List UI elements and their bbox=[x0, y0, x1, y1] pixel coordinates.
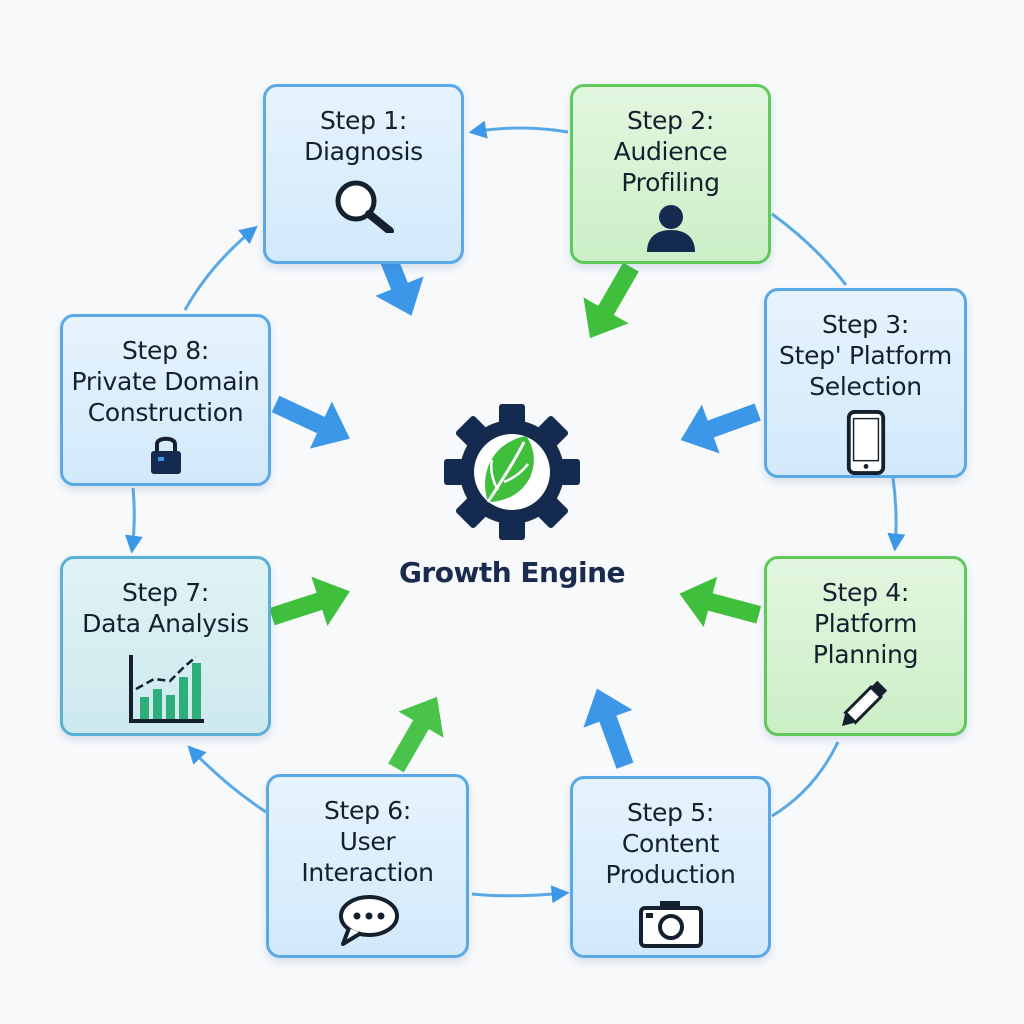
step-5-box[interactable]: Step 5: Content Production bbox=[570, 776, 771, 958]
magnifier-icon bbox=[335, 180, 394, 233]
step-4-box[interactable]: Step 4: Platform Planning bbox=[764, 556, 967, 736]
connector-step6-to-step7 bbox=[187, 745, 267, 814]
connector-step2-to-step3 bbox=[771, 212, 848, 286]
step-3-label-line-2: Selection bbox=[809, 372, 922, 401]
step-4-label-line-2: Planning bbox=[812, 640, 919, 669]
connector-step8-to-step1 bbox=[183, 225, 258, 311]
step-7-label: Data Analysis bbox=[82, 609, 249, 638]
leaf-icon bbox=[485, 436, 534, 503]
connector-step4-to-step5 bbox=[771, 741, 840, 818]
growth-engine-title: Growth Engine bbox=[398, 556, 626, 589]
step-4-number: Step 4: bbox=[821, 578, 910, 607]
step-2-number: Step 2: bbox=[626, 106, 715, 135]
pointer-arrow-step4 bbox=[679, 576, 762, 628]
pencil-icon bbox=[841, 680, 887, 727]
gear-icon bbox=[444, 404, 580, 540]
pointer-arrow-step6 bbox=[388, 696, 444, 773]
camera-icon bbox=[638, 901, 703, 948]
step-5-label-line-2: Production bbox=[605, 860, 736, 889]
step-7-number: Step 7: bbox=[121, 578, 210, 607]
step-2-box[interactable]: Step 2: Audience Profiling bbox=[570, 84, 771, 264]
step-6-label-line-1: User bbox=[339, 827, 396, 856]
connector-step8-to-step7 bbox=[124, 487, 143, 554]
connector-step6-to-step5 bbox=[471, 885, 570, 904]
smartphone-icon bbox=[846, 410, 885, 475]
pointer-arrow-step2 bbox=[583, 262, 639, 339]
pointer-arrow-step8 bbox=[271, 395, 350, 449]
step-3-label-line-1: Step' Platform bbox=[779, 341, 952, 370]
bar-chart-icon bbox=[128, 655, 204, 723]
pointer-arrow-step3 bbox=[680, 403, 761, 454]
step-8-box[interactable]: Step 8: Private Domain Construction bbox=[60, 314, 271, 486]
step-5-number: Step 5: bbox=[626, 798, 715, 827]
pointer-arrow-step5 bbox=[583, 688, 634, 769]
step-6-number: Step 6: bbox=[323, 796, 412, 825]
pointer-arrow-step7 bbox=[269, 576, 350, 627]
step-6-box[interactable]: Step 6: User Interaction bbox=[266, 774, 469, 958]
step-3-box[interactable]: Step 3: Step' Platform Selection bbox=[764, 288, 967, 478]
step-7-box[interactable]: Step 7: Data Analysis bbox=[60, 556, 271, 736]
step-8-number: Step 8: bbox=[121, 336, 210, 365]
chat-bubble-icon bbox=[338, 895, 399, 946]
step-2-label-line-2: Profiling bbox=[621, 168, 720, 197]
step-1-box[interactable]: Step 1: Diagnosis bbox=[263, 84, 464, 264]
step-5-label-line-1: Content bbox=[621, 829, 720, 858]
step-8-label-line-2: Construction bbox=[87, 398, 244, 427]
step-8-label-line-1: Private Domain bbox=[71, 367, 260, 396]
step-1-number: Step 1: bbox=[319, 106, 408, 135]
connector-step3-to-step4 bbox=[887, 477, 906, 552]
step-1-label: Diagnosis bbox=[304, 137, 423, 166]
user-icon bbox=[646, 205, 695, 252]
step-3-number: Step 3: bbox=[821, 310, 910, 339]
connector-step2-to-step1 bbox=[468, 120, 569, 139]
step-2-label-line-1: Audience bbox=[613, 137, 728, 166]
lock-icon bbox=[150, 436, 181, 474]
step-4-label-line-1: Platform bbox=[813, 609, 918, 638]
step-6-label-line-2: Interaction bbox=[301, 858, 434, 887]
